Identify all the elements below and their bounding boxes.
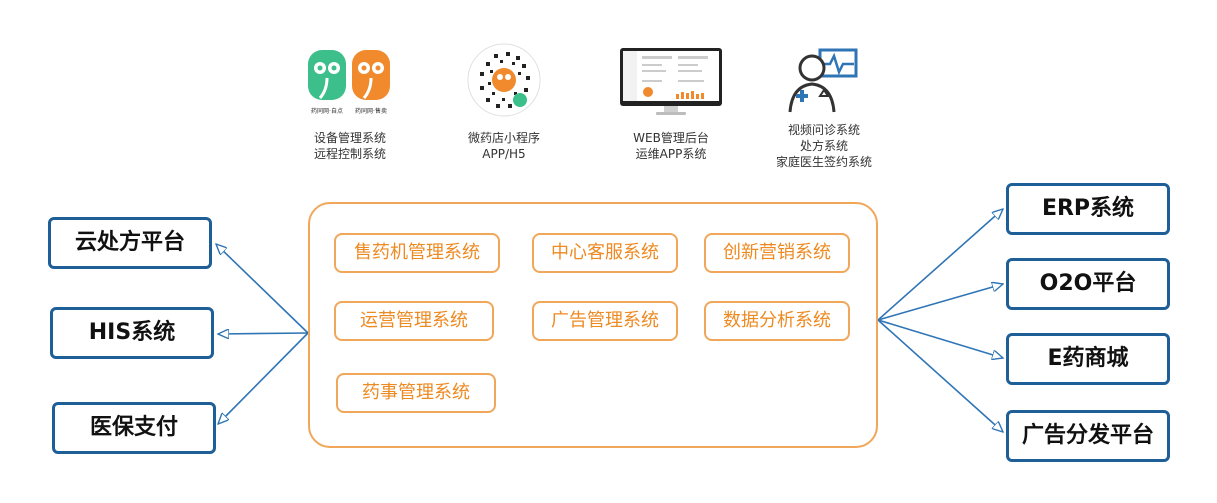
core-platform-box (308, 202, 878, 448)
module-pharmacy-affairs: 药事管理系统 (336, 373, 496, 413)
target-e-mall: E药商城 (1006, 333, 1170, 385)
arrow-to-o2o (877, 284, 1003, 321)
caption-web-admin: WEB管理后台 运维APP系统 (633, 131, 709, 161)
web-dashboard-monitor-icon (618, 46, 724, 118)
target-cloud-prescription: 云处方平台 (48, 217, 212, 269)
arrow-to-insurance (218, 332, 309, 424)
module-innovative-marketing: 创新营销系统 (704, 233, 850, 273)
target-his-system: HIS系统 (50, 307, 214, 359)
target-erp: ERP系统 (1006, 183, 1170, 235)
doctor-video-icon (786, 46, 862, 114)
module-customer-service-center: 中心客服系统 (532, 233, 678, 273)
arrow-to-his (218, 333, 309, 334)
logo-caption-left: 药同网·自点 (311, 108, 343, 115)
mini-program-qr-code-icon (466, 42, 542, 118)
module-data-analysis: 数据分析系统 (704, 301, 850, 341)
module-operations-management: 运营管理系统 (334, 301, 494, 341)
module-vending-machine-management: 售药机管理系统 (334, 233, 500, 273)
target-o2o: O2O平台 (1006, 258, 1170, 310)
arrow-to-erp (877, 209, 1003, 321)
caption-video-consultation: 视频问诊系统 处方系统 家庭医生签约系统 (775, 123, 872, 169)
owl-app-logos-icon: 药同网·自点 药同网·售卖 (306, 48, 392, 118)
logo-caption-right: 药同网·售卖 (355, 108, 387, 115)
module-ad-management: 广告管理系统 (532, 301, 678, 341)
target-medical-insurance-payment: 医保支付 (52, 402, 216, 454)
caption-device-management: 设备管理系统 远程控制系统 (313, 131, 386, 161)
arrow-to-emall (877, 319, 1003, 358)
caption-mini-program: 微药店小程序 APP/H5 (467, 131, 540, 161)
arrow-to-ad-platform (877, 319, 1003, 432)
arrow-to-cloud-prescription (216, 244, 309, 334)
target-ad-distribution-platform: 广告分发平台 (1006, 410, 1170, 462)
